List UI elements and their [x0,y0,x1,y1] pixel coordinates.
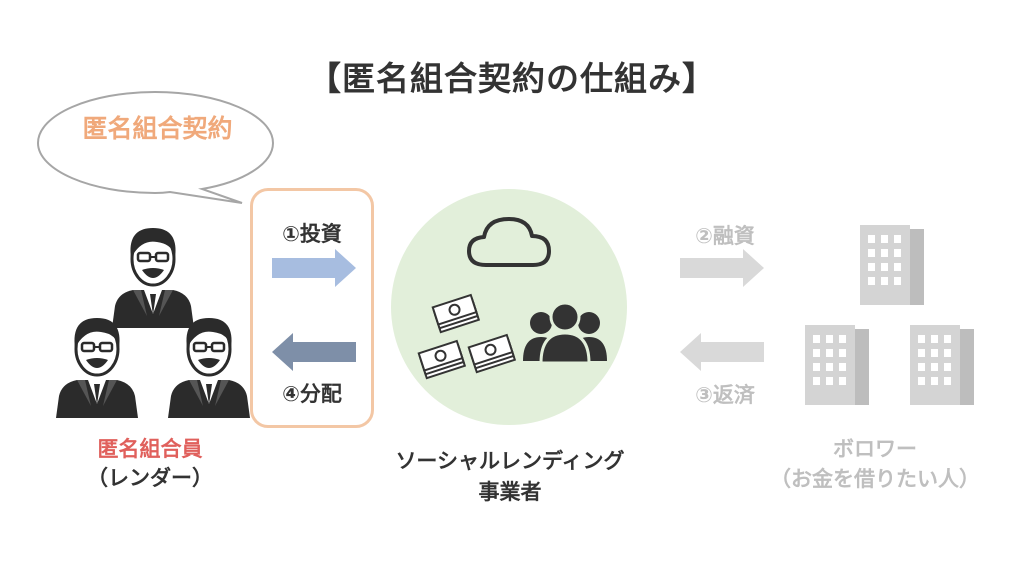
businessman-icon [110,226,196,330]
arrow-right-icon [680,249,764,287]
borrower-sub: （お金を借りたい人） [770,467,980,491]
arrow-left-icon [680,333,764,371]
building-icon [910,325,974,405]
cloud-icon [467,217,551,267]
borrower-label: ボロワー [833,437,917,461]
speech-bubble-icon [36,90,275,204]
flow-distribute-label: ④分配 [282,382,342,406]
people-group-icon [523,301,607,365]
lender-label: 匿名組合員 [97,437,203,461]
operator-circle [391,189,627,425]
businessman-icon [166,316,252,420]
operator-sub: 事業者 [478,480,542,504]
contract-box [250,188,374,428]
lender-sub: （レンダー） [87,466,213,490]
operator-label: ソーシャルレンディング [395,449,625,473]
page-title: 【匿名組合契約の仕組み】 [308,59,716,98]
businessman-icon [54,316,140,420]
money-icon [417,293,517,380]
building-icon [805,325,869,405]
operator-icons [417,217,607,380]
flow-loan-label: ②融資 [695,224,755,248]
flow-invest-label: ①投資 [282,222,342,246]
flow-repay-label: ③返済 [695,383,755,407]
building-icon [860,225,924,305]
bubble-label: 匿名組合契約 [82,114,233,143]
